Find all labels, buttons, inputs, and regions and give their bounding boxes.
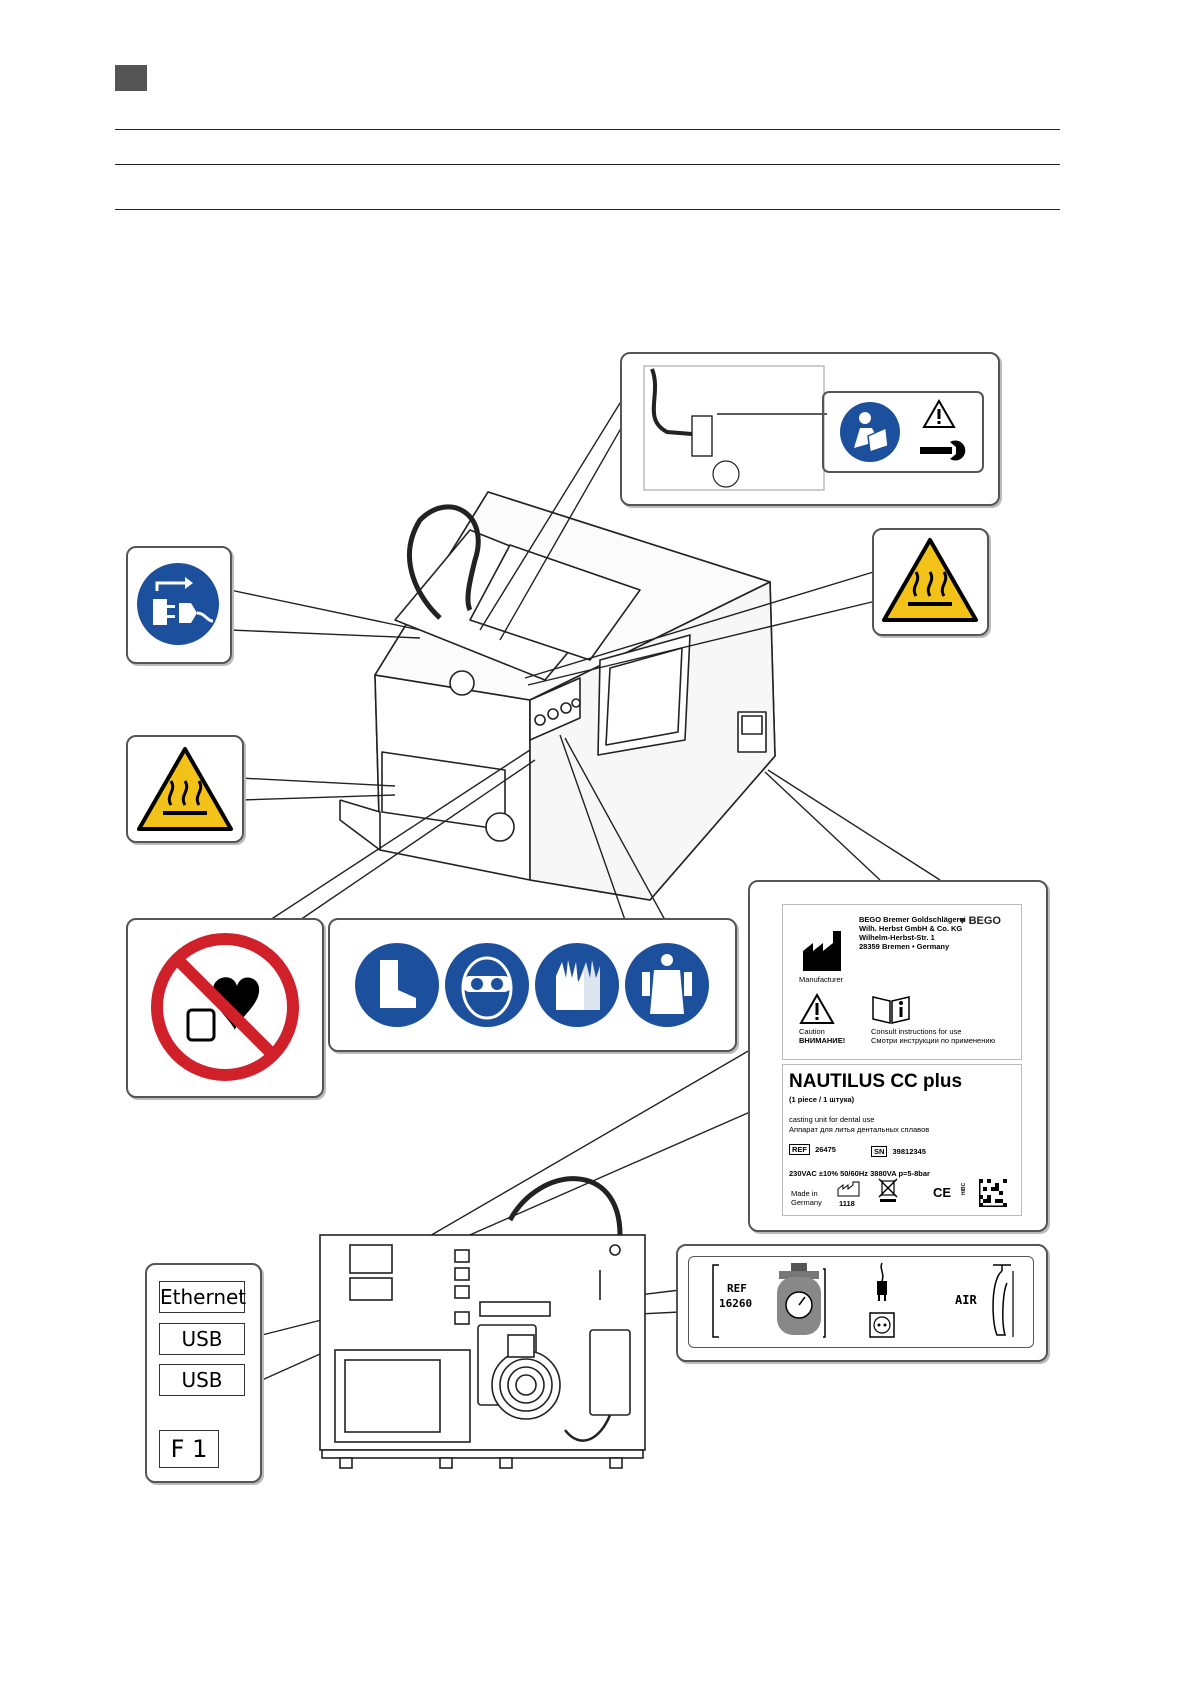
- manufacturer-factory-icon: [803, 931, 841, 971]
- manufacturer-caption: Manufacturer: [799, 975, 844, 984]
- caution-text: Caution ВНИМАНИЕ!: [799, 1027, 845, 1045]
- manufacture-year: 1118: [839, 1199, 855, 1208]
- address-line: Wilhelm-Herbst-Str. 1: [859, 933, 935, 942]
- rear-ref: REF 16260: [719, 1281, 752, 1311]
- description-en: casting unit for dental use: [789, 1115, 875, 1124]
- callout-hot-surface-front: [126, 735, 244, 843]
- header-rule-2: [115, 164, 1060, 165]
- caution-label-ru: ВНИМАНИЕ!: [799, 1036, 846, 1045]
- address-line: Wilh. Herbst GmbH & Co. KG: [859, 924, 963, 933]
- consult-text: Consult instructions for use Смотри инст…: [871, 1027, 1019, 1045]
- ce-mark: CE: [933, 1185, 952, 1200]
- made-in-label: Made in: [791, 1189, 818, 1198]
- callout-rear-ports: Ethernet USB USB F 1: [145, 1263, 262, 1483]
- air-label: AIR: [955, 1293, 977, 1307]
- wrench-icon: [920, 440, 966, 461]
- header-rule-1: [115, 129, 1060, 130]
- air-hose-icon: [992, 1264, 1014, 1337]
- ref-value: 26475: [815, 1145, 836, 1154]
- manufacturer-address: BEGO Bremer Goldschlägerei Wilh. Herbst …: [859, 915, 969, 951]
- address-line: 28359 Bremen • Germany: [859, 942, 950, 951]
- chapter-marker: [115, 65, 147, 91]
- callout-no-pacemaker: [126, 918, 324, 1098]
- electrical-ratings: 230VAC ±10% 50/60Hz 3880VA p=5-8bar: [789, 1169, 930, 1178]
- power-plug-icon: [869, 1262, 895, 1338]
- ethernet-port-label: Ethernet: [159, 1281, 246, 1313]
- country-label: Germany: [791, 1198, 822, 1207]
- hot-surface-warning-icon: [882, 538, 978, 622]
- address-line: BEGO Bremer Goldschlägerei: [859, 915, 966, 924]
- usb-port-label: USB: [159, 1364, 245, 1396]
- bracket-left-icon: [712, 1264, 719, 1338]
- type-plate-upper: Manufacturer BEGO Bremer Goldschlägerei …: [782, 904, 1022, 1060]
- callout-service-labels: [620, 352, 1000, 506]
- ref-field: REF 26475: [789, 1144, 836, 1155]
- weee-bin-icon: [878, 1178, 898, 1202]
- usb-port-label: USB: [159, 1323, 245, 1355]
- no-pacemaker-icon: [151, 933, 299, 1081]
- safety-goggles-icon: [445, 943, 529, 1027]
- protective-apron-icon: [625, 943, 709, 1027]
- consult-label-ru: Смотри инструкции по применению: [871, 1036, 996, 1045]
- manufacture-date-icon: [837, 1181, 860, 1197]
- callout-rear-connections: REF 16260 AIR: [676, 1244, 1048, 1362]
- product-name: NAUTILUS CC plus: [789, 1071, 963, 1092]
- callout-type-plate: Manufacturer BEGO Bremer Goldschlägerei …: [748, 880, 1048, 1232]
- rear-ref-value: 16260: [719, 1297, 753, 1310]
- sn-field: SN 39812345: [871, 1146, 926, 1157]
- read-manual-icon: [840, 402, 900, 462]
- sn-box: SN: [871, 1146, 888, 1157]
- fuse-label: F 1: [159, 1430, 219, 1468]
- callout-hot-surface-top: [872, 528, 989, 636]
- outlet-detail-sketch: [643, 365, 827, 491]
- type-plate-lower: NAUTILUS CC plus (1 piece / 1 штука) cas…: [782, 1064, 1022, 1216]
- caution-icon: [799, 993, 835, 1024]
- protective-gloves-icon: [535, 943, 619, 1027]
- rear-ref-label: REF: [727, 1282, 747, 1295]
- ref-box: REF: [789, 1144, 810, 1155]
- pressure-regulator-icon: [777, 1263, 826, 1338]
- callout-ppe: [328, 918, 737, 1052]
- caution-triangle-icon: [922, 399, 956, 428]
- sn-value: 39812345: [892, 1147, 926, 1156]
- consult-label: Consult instructions for use: [871, 1027, 962, 1036]
- datamatrix-code-icon: [979, 1179, 1007, 1207]
- brand-logo: ♥ BEGO: [959, 915, 1001, 927]
- rear-label-panel: REF 16260 AIR: [688, 1256, 1034, 1348]
- hot-surface-warning-icon: [137, 747, 233, 831]
- service-label-panel: [822, 391, 984, 473]
- bego-logo-icon: ♥: [959, 915, 969, 927]
- brand-name: BEGO: [968, 915, 1001, 927]
- header-rule-3: [115, 209, 1060, 210]
- unplug-icon: [137, 563, 219, 645]
- caution-label: Caution: [799, 1027, 825, 1036]
- quantity: (1 piece / 1 штука): [789, 1095, 855, 1104]
- made-in: Made in Germany: [791, 1189, 822, 1207]
- consult-instructions-icon: [872, 996, 910, 1024]
- safety-boots-icon: [355, 943, 439, 1027]
- callout-disconnect-mains: [126, 546, 232, 664]
- hibc-label: HIBC: [961, 1182, 967, 1195]
- description-ru: Аппарат для литья дентальных сплавов: [789, 1125, 930, 1134]
